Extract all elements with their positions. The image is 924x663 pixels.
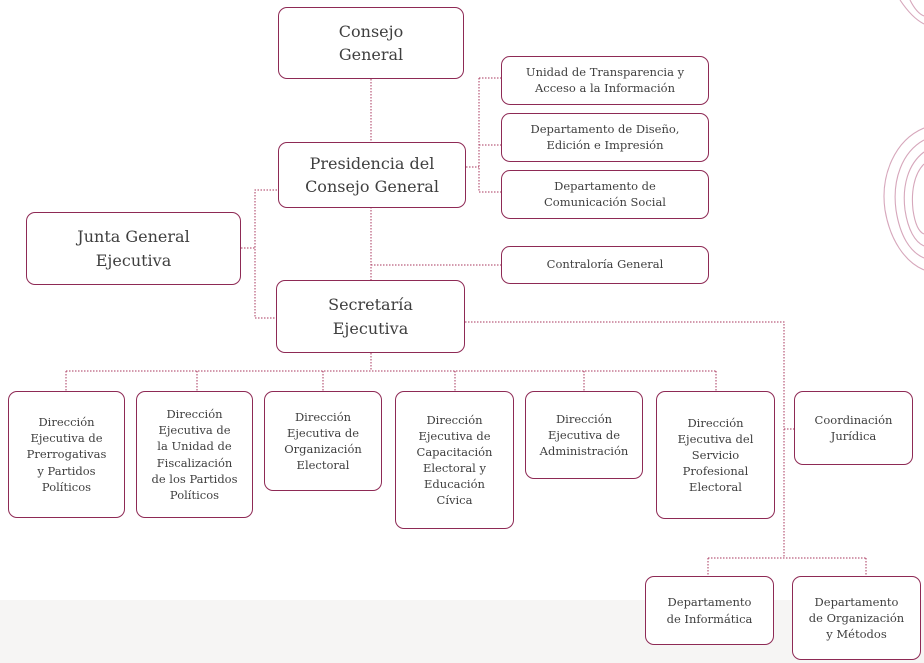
coordinacion-juridica-label: Coordinación Jurídica xyxy=(814,412,893,443)
box-consejo-general: Consejo General xyxy=(278,7,464,79)
dir-capacitacion-label: Dirección Ejecutiva de Capacitación Elec… xyxy=(416,412,493,508)
depto-organizacion-metodos-label: Departamento de Organización y Métodos xyxy=(808,594,905,642)
dir-administracion-label: Dirección Ejecutiva de Administración xyxy=(539,411,629,459)
presidencia-label: Presidencia del Consejo General xyxy=(305,153,439,196)
box-dir-organizacion: Dirección Ejecutiva de Organización Elec… xyxy=(264,391,382,491)
consejo-general-label: Consejo General xyxy=(338,21,404,64)
box-dir-administracion: Dirección Ejecutiva de Administración xyxy=(525,391,643,479)
depto-comunicacion-label: Departamento de Comunicación Social xyxy=(544,179,666,209)
depto-informatica-label: Departamento de Informática xyxy=(666,595,753,626)
box-unidad-transparencia: Unidad de Transparencia y Acceso a la In… xyxy=(501,56,709,105)
depto-diseno-label: Departamento de Diseño, Edición e Impres… xyxy=(530,122,680,152)
box-depto-organizacion-metodos: Departamento de Organización y Métodos xyxy=(792,576,921,660)
box-dir-prerrogativas: Dirección Ejecutiva de Prerrogativas y P… xyxy=(8,391,125,518)
dir-servicio-label: Dirección Ejecutiva del Servicio Profesi… xyxy=(677,415,754,495)
box-depto-comunicacion: Departamento de Comunicación Social xyxy=(501,170,709,219)
unidad-transparencia-label: Unidad de Transparencia y Acceso a la In… xyxy=(525,65,685,95)
junta-general-label: Junta General Ejecutiva xyxy=(77,227,190,270)
box-presidencia: Presidencia del Consejo General xyxy=(278,142,466,208)
dir-prerrogativas-label: Dirección Ejecutiva de Prerrogativas y P… xyxy=(26,415,107,494)
box-depto-informatica: Departamento de Informática xyxy=(645,576,774,645)
box-dir-capacitacion: Dirección Ejecutiva de Capacitación Elec… xyxy=(395,391,514,529)
dir-fiscalizacion-label: Dirección Ejecutiva de la Unidad de Fisc… xyxy=(151,407,238,502)
dir-organizacion-label: Dirección Ejecutiva de Organización Elec… xyxy=(284,409,362,473)
box-depto-diseno: Departamento de Diseño, Edición e Impres… xyxy=(501,113,709,162)
box-junta-general: Junta General Ejecutiva xyxy=(26,212,241,285)
connector-direcciones xyxy=(65,353,717,391)
box-dir-fiscalizacion: Dirección Ejecutiva de la Unidad de Fisc… xyxy=(136,391,253,518)
contraloria-label: Contraloría General xyxy=(546,257,664,272)
box-dir-servicio: Dirección Ejecutiva del Servicio Profesi… xyxy=(656,391,775,519)
connector-coordinacion xyxy=(465,321,867,576)
box-secretaria-ejecutiva: Secretaría Ejecutiva xyxy=(276,280,465,353)
connector-junta xyxy=(241,189,280,319)
box-coordinacion-juridica: Coordinación Jurídica xyxy=(794,391,913,465)
secretaria-label: Secretaría Ejecutiva xyxy=(328,295,413,338)
connector-presidencia-staff xyxy=(466,77,501,193)
box-contraloria: Contraloría General xyxy=(501,246,709,284)
